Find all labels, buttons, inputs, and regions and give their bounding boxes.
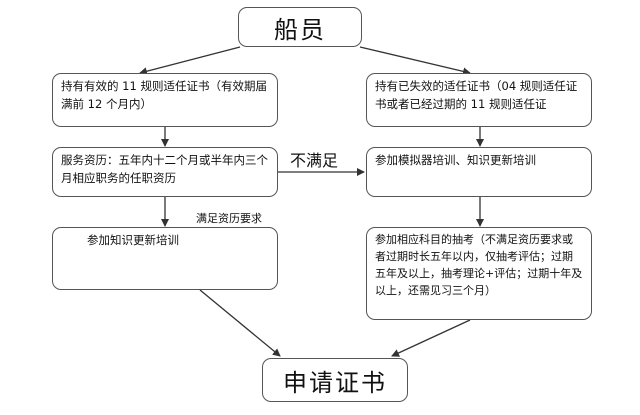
node-left-2: 服务资历：五年内十二个月或半年内三个月相应职务的任职资历 [52,147,278,197]
edge-label-not-satisfied: 不满足 [290,151,339,170]
node-end: 申请证书 [262,358,408,402]
arrow-root-to-left [139,46,241,76]
node-right-2: 参加模拟器培训、知识更新培训 [366,147,592,197]
node-right-1-label: 持有已失效的适任证书（04 规则适任证书或者已经过期的 11 规则适任证 [375,79,578,111]
node-right-3-label: 参加相应科目的抽考（不满足资历要求或者过期时长五年以内，仅抽考评估；过期五年及以… [375,233,583,297]
node-root: 船员 [238,7,362,47]
node-right-2-label: 参加模拟器培训、知识更新培训 [375,153,536,167]
edge-label-satisfied: 满足资历要求 [196,212,262,225]
arrow-root-to-right [359,46,471,76]
node-right-3: 参加相应科目的抽考（不满足资历要求或者过期时长五年以内，仅抽考评估；过期五年及以… [366,227,592,320]
node-end-label: 申请证书 [283,368,387,397]
node-left-1-label: 持有有效的 11 规则适任证书（有效期届满前 12 个月内） [61,79,267,111]
node-root-label: 船员 [274,15,326,44]
arrow-left3-to-end [199,289,281,357]
node-left-3-label: 参加知识更新培训 [87,233,179,247]
node-right-1: 持有已失效的适任证书（04 规则适任证书或者已经过期的 11 规则适任证 [366,73,592,127]
node-left-1: 持有有效的 11 规则适任证书（有效期届满前 12 个月内） [52,73,278,127]
node-left-3: 参加知识更新培训 [52,227,278,290]
arrow-right3-to-end [391,319,471,357]
node-left-2-label: 服务资历：五年内十二个月或半年内三个月相应职务的任职资历 [61,153,268,185]
